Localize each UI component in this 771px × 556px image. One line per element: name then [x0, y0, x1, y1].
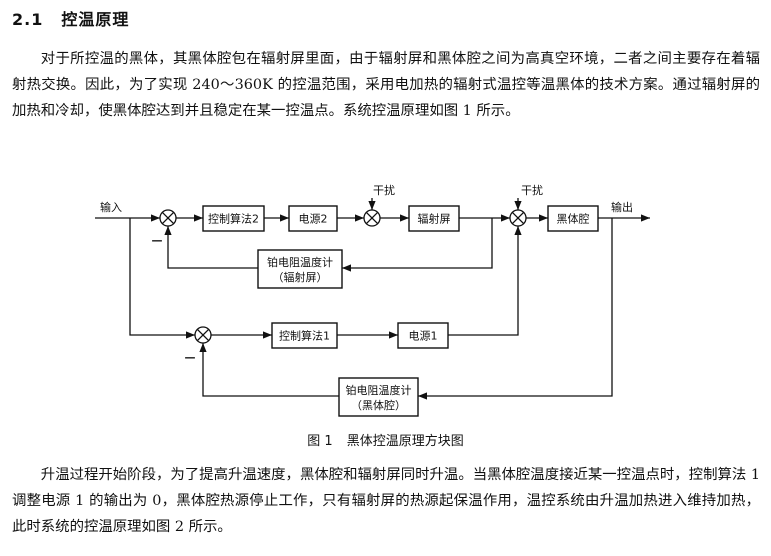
paragraph-heating-process: 升温过程开始阶段，为了提高升温速度，黑体腔和辐射屏同时升温。当黑体腔温度接近某一…	[12, 467, 760, 535]
block-sensor-screen	[257, 249, 343, 289]
wire-input-sum4	[129, 218, 195, 339]
block-power-2	[288, 205, 338, 232]
wire-power1-sum3	[448, 226, 522, 336]
section-heading: 2.1 控温原理	[12, 6, 147, 30]
label-minus-2: —	[185, 351, 196, 364]
figure-caption: 图 1 黑体控温原理方块图	[0, 430, 771, 449]
paragraph-intro: 对于所控温的黑体，其黑体腔包在辐射屏里面，由于辐射屏和黑体腔之间为高真空环境，二…	[12, 51, 760, 119]
figure-caption-text: 黑体控温原理方块图	[346, 434, 464, 449]
label-radiation-screen: 辐射屏	[418, 212, 451, 226]
label-minus-1: —	[152, 234, 163, 247]
section-number: 2.1	[12, 10, 44, 29]
label-sensor-screen-line2: （辐射屏）	[273, 270, 328, 284]
label-power-1: 电源1	[409, 329, 438, 343]
label-sensor-cavity-line2: （黑体腔）	[351, 398, 406, 412]
label-blackbody-cavity: 黑体腔	[557, 212, 590, 226]
wire-screen-feedback-in	[342, 218, 493, 272]
label-disturbance-2: 干扰	[521, 183, 543, 197]
section-title: 控温原理	[61, 10, 130, 29]
block-diagram: 输入 输出 干扰 干扰 控制算法2 电源2 辐射屏 黑体腔 铂电阻温度计 （辐射…	[95, 183, 650, 417]
label-input: 输入	[100, 200, 122, 214]
label-power-2: 电源2	[299, 212, 328, 226]
label-sensor-cavity-line1: 铂电阻温度计	[346, 383, 412, 397]
wire-screen-feedback-out	[164, 226, 258, 269]
label-disturbance-1: 干扰	[373, 183, 395, 197]
wire-cavity-feedback-out	[199, 343, 339, 397]
block-blackbody-cavity	[547, 205, 599, 232]
block-control-algorithm-1	[271, 322, 338, 349]
figure-caption-label: 图 1	[307, 434, 333, 449]
block-radiation-screen	[408, 205, 460, 232]
summing-junction-1	[159, 209, 177, 227]
label-control-algorithm-2: 控制算法2	[208, 212, 259, 226]
summing-junction-3	[509, 209, 527, 227]
block-control-algorithm-2	[202, 205, 265, 232]
summing-junction-4	[194, 326, 212, 344]
block-sensor-cavity	[338, 377, 419, 417]
summing-junction-2	[363, 209, 381, 227]
wire-cavity-feedback-in	[418, 218, 613, 400]
block-power-1	[397, 322, 449, 349]
label-control-algorithm-1: 控制算法1	[279, 329, 330, 343]
label-sensor-screen-line1: 铂电阻温度计	[267, 255, 333, 269]
label-output: 输出	[611, 200, 633, 214]
